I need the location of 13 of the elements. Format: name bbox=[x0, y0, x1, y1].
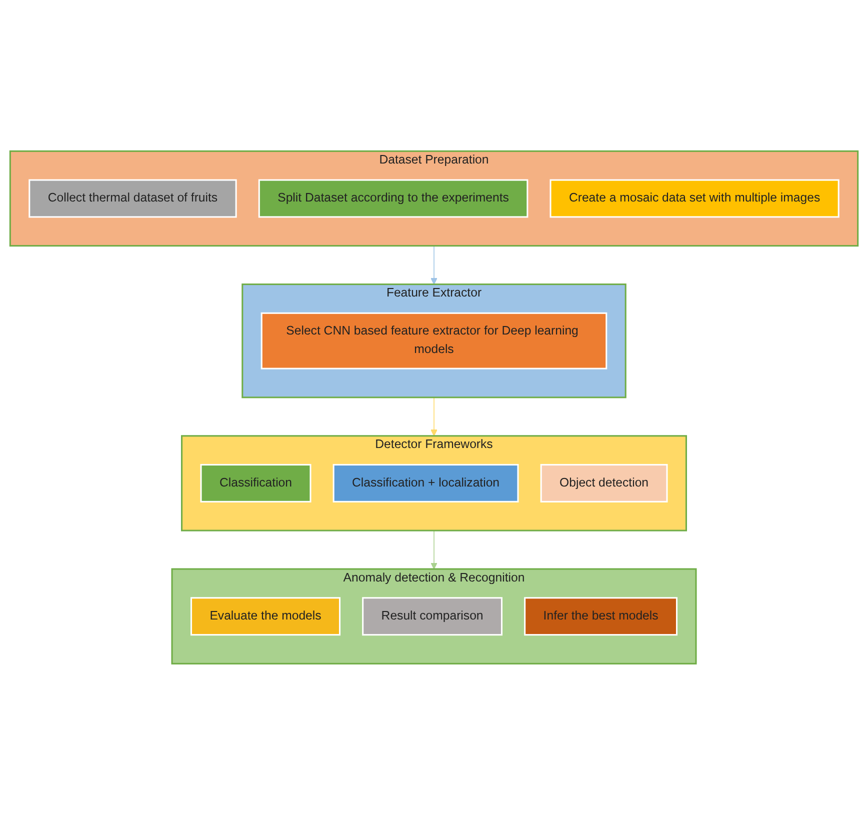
node-box: Evaluate the models bbox=[190, 597, 341, 636]
arrow bbox=[430, 246, 438, 285]
node-box: Infer the best models bbox=[524, 597, 678, 636]
node-box: Object detection bbox=[540, 464, 668, 503]
node-box: Split Dataset according to the experiments bbox=[258, 179, 528, 218]
arrow bbox=[430, 530, 438, 570]
node-box: Classification bbox=[200, 464, 312, 503]
node-box: Create a mosaic data set with multiple images bbox=[550, 179, 840, 218]
node-box: Collect thermal dataset of fruits bbox=[28, 179, 237, 218]
node-box: Result comparison bbox=[362, 597, 503, 636]
node-box: Classification + localization bbox=[332, 464, 519, 503]
node-box: Select CNN based feature extractor for Deep learning models bbox=[260, 312, 608, 370]
arrow bbox=[430, 397, 438, 436]
